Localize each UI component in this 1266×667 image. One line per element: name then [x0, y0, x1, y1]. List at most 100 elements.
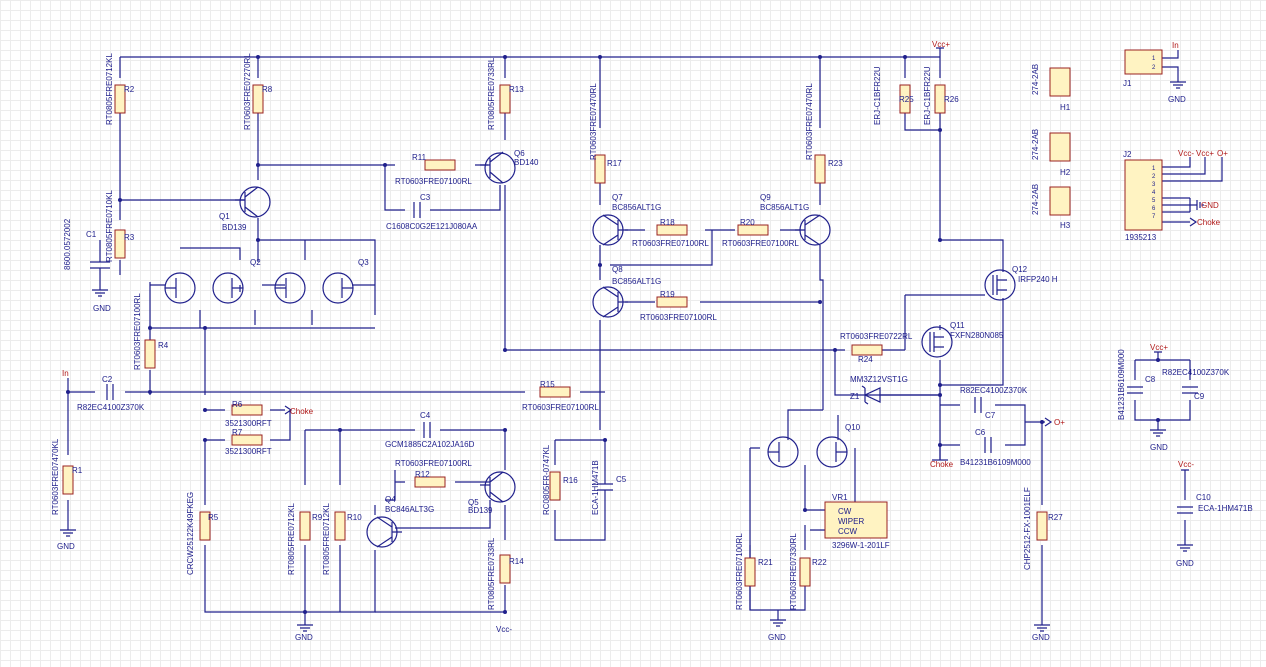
resistor-r23[interactable] — [814, 154, 826, 184]
ref-designator-r19: R19 — [660, 290, 675, 299]
transistor-q3a[interactable] — [274, 272, 306, 304]
heatsink-h3[interactable] — [1049, 186, 1071, 216]
resistor-r20[interactable] — [737, 224, 769, 236]
j1-pin-number: 2 — [1152, 65, 1156, 71]
resistor-r2[interactable] — [114, 84, 126, 114]
resistor-r1[interactable] — [62, 465, 74, 495]
part-value-h1: 274-2AB — [1031, 64, 1040, 95]
part-value-r17: RT0603FRE07470RL — [589, 83, 598, 160]
transistor-q5[interactable] — [480, 471, 516, 503]
part-value-r26: ERJ-C1BFR22U — [923, 66, 932, 125]
heatsink-h2[interactable] — [1049, 132, 1071, 162]
capacitor-c5[interactable] — [597, 470, 613, 500]
part-value-r4: RT0603FRE07100RL — [133, 293, 142, 370]
resistor-r22[interactable] — [799, 557, 811, 587]
resistor-r5[interactable] — [199, 511, 211, 541]
transistor-q2b[interactable] — [212, 272, 244, 304]
trimmer-vr1[interactable] — [824, 501, 888, 539]
transistor-q7[interactable] — [592, 214, 628, 246]
ref-designator-h3: H3 — [1060, 221, 1071, 230]
resistor-r16[interactable] — [549, 471, 561, 501]
zener-diode-z1[interactable] — [861, 385, 881, 405]
ref-designator-j2: J2 — [1123, 150, 1132, 159]
resistor-r13[interactable] — [499, 84, 511, 114]
ref-designator-c2: C2 — [102, 375, 113, 384]
ref-designator-r23: R23 — [828, 159, 843, 168]
capacitor-c4[interactable] — [423, 422, 431, 438]
resistor-r15[interactable] — [539, 386, 571, 398]
part-value-q7: BC856ALT1G — [612, 203, 661, 212]
capacitor-c9[interactable] — [1182, 386, 1198, 394]
resistor-r24[interactable] — [851, 344, 883, 356]
resistor-r12[interactable] — [414, 476, 446, 488]
j1-pin-number: 1 — [1152, 56, 1156, 62]
transistor-q10b[interactable] — [816, 436, 848, 468]
net-j2-vcc-minus: Vcc- — [1178, 149, 1194, 158]
part-value-c10: ECA-1HM471B — [1198, 504, 1253, 513]
resistor-r14[interactable] — [499, 554, 511, 584]
resistor-r26[interactable] — [934, 84, 946, 114]
resistor-r11[interactable] — [424, 159, 456, 171]
mosfet-q12[interactable] — [984, 269, 1016, 301]
ref-designator-q9: Q9 — [760, 193, 771, 202]
resistor-r19[interactable] — [656, 296, 688, 308]
part-value-r1: RT0603FRE07470KL — [51, 438, 60, 515]
capacitor-c3[interactable] — [413, 202, 421, 218]
transistor-q6[interactable] — [480, 151, 516, 184]
resistor-r9[interactable] — [299, 511, 311, 541]
part-value-r5: CRCW25122K49FKEG — [186, 492, 195, 575]
part-value-j2: 1935213 — [1125, 233, 1157, 242]
resistor-r3[interactable] — [114, 229, 126, 259]
connector-j2[interactable] — [1124, 159, 1163, 231]
capacitor-c6[interactable] — [984, 437, 992, 453]
net-gnd-c8: GND — [1150, 443, 1168, 452]
transistor-q8[interactable] — [592, 286, 628, 318]
part-value-r9: RT0805FRE0712KL — [287, 503, 296, 575]
net-gnd-r27: GND — [1032, 633, 1050, 642]
ref-designator-c8: C8 — [1145, 375, 1156, 384]
capacitor-c10[interactable] — [1177, 506, 1193, 514]
transistor-q3b[interactable] — [322, 272, 354, 304]
resistor-r6[interactable] — [231, 404, 263, 416]
part-value-q12: IRFP240 H — [1018, 275, 1058, 284]
transistor-q1[interactable] — [235, 186, 271, 218]
j2-pin-number: 3 — [1152, 182, 1156, 188]
resistor-r10[interactable] — [334, 511, 346, 541]
capacitor-c7[interactable] — [974, 397, 982, 413]
ref-designator-q3: Q3 — [358, 258, 369, 267]
part-value-r13: RT0805FRE0733RL — [487, 57, 496, 130]
transistor-q9[interactable] — [795, 214, 831, 246]
transistor-q2a[interactable] — [164, 272, 196, 304]
part-value-r6: 3521300RFT — [225, 419, 272, 428]
part-value-r2: RT0805FRE0712KL — [105, 53, 114, 125]
transistor-q4[interactable] — [366, 516, 402, 548]
resistor-r7[interactable] — [231, 434, 263, 446]
connector-j1[interactable] — [1124, 49, 1163, 75]
capacitor-c2[interactable] — [106, 384, 114, 400]
transistor-q10a[interactable] — [767, 436, 799, 468]
resistor-r8[interactable] — [252, 84, 264, 114]
part-value-r8: RT0603FRE07270RL — [243, 53, 252, 130]
resistor-r18[interactable] — [656, 224, 688, 236]
ref-designator-r10: R10 — [347, 513, 362, 522]
mosfet-q11[interactable] — [921, 326, 953, 358]
ref-designator-r26: R26 — [944, 95, 959, 104]
ref-designator-c1: C1 — [86, 230, 97, 239]
resistor-r25[interactable] — [899, 84, 911, 114]
resistor-r4[interactable] — [144, 339, 156, 369]
heatsink-h1[interactable] — [1049, 67, 1071, 97]
ref-designator-r17: R17 — [607, 159, 622, 168]
resistor-r27[interactable] — [1036, 511, 1048, 541]
net-output: O+ — [1054, 418, 1065, 427]
part-value-r19: RT0603FRE07100RL — [640, 313, 717, 322]
part-value-q6: BD140 — [514, 158, 539, 167]
capacitor-c8[interactable] — [1127, 386, 1143, 394]
resistor-r21[interactable] — [744, 557, 756, 587]
part-value-c5: ECA-1HM471B — [591, 460, 600, 515]
ref-designator-r24: R24 — [858, 355, 873, 364]
capacitor-c1[interactable] — [90, 240, 110, 275]
resistor-r17[interactable] — [594, 154, 606, 184]
ref-designator-r6: R6 — [232, 400, 243, 409]
